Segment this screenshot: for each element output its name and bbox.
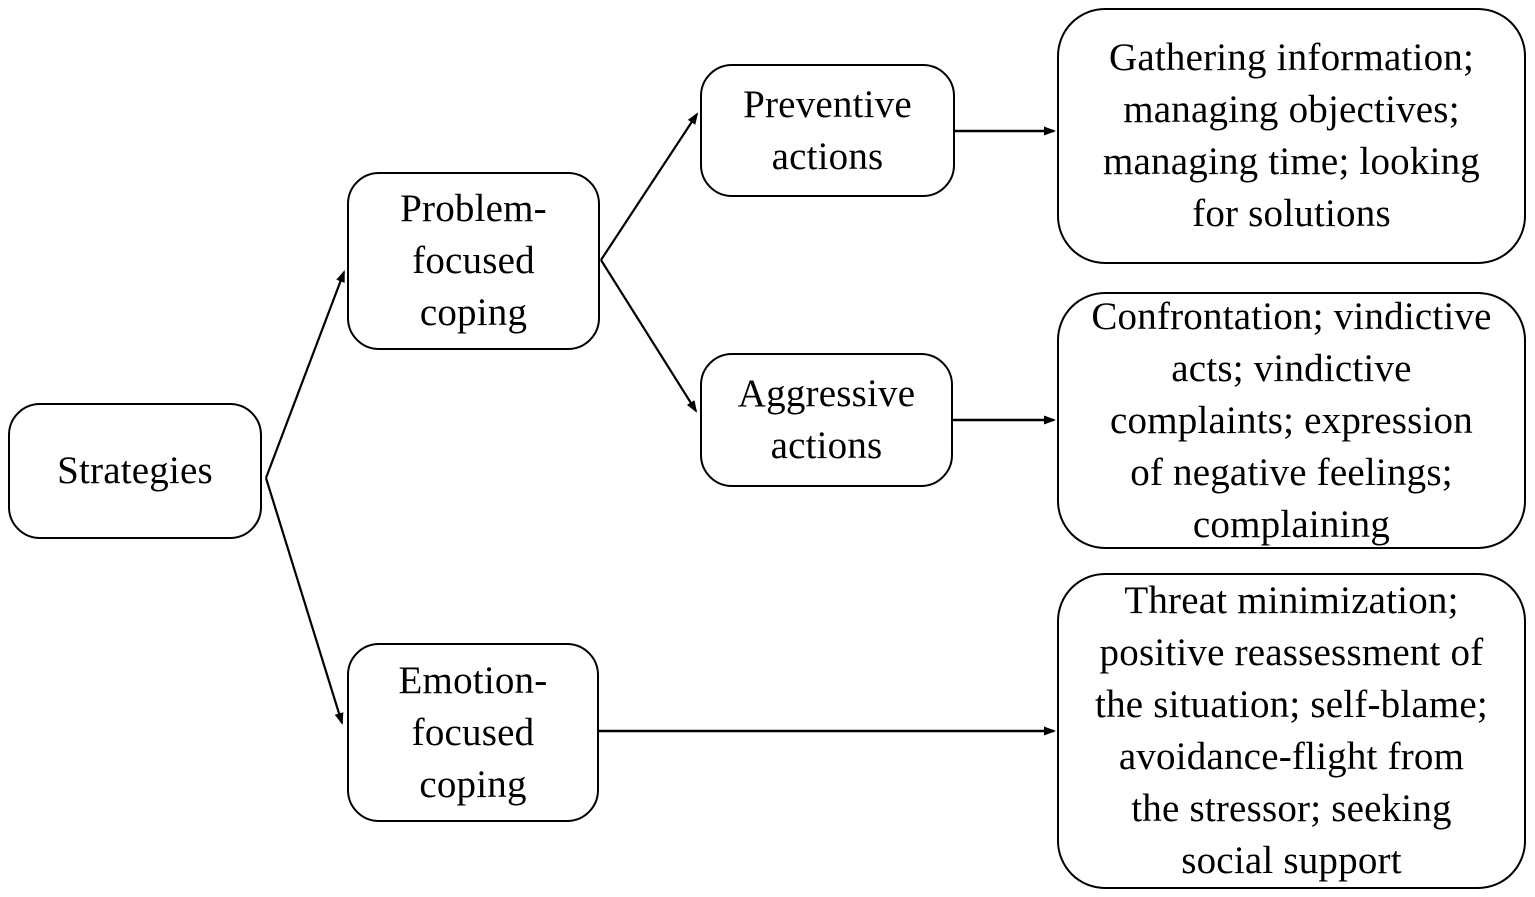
node-preventive-actions: Preventive actions: [700, 64, 955, 197]
arrow-strategies-to-problem-focused: [264, 270, 346, 479]
node-strategies-label: Strategies: [57, 449, 213, 492]
arrow-strategies-to-emotion-focused: [264, 477, 344, 725]
node-preventive-outcomes-label: Gathering information; managing objectiv…: [1102, 36, 1480, 235]
node-preventive-outcomes: Gathering information; managing objectiv…: [1057, 8, 1526, 264]
node-strategies: Strategies: [8, 403, 262, 539]
node-emotion-outcomes-label: Threat minimization; positive reassessme…: [1095, 579, 1488, 882]
node-aggressive-actions-label: Aggressive actions: [737, 372, 916, 467]
node-emotion-focused-coping-label: Emotion- focused coping: [398, 658, 548, 806]
node-aggressive-actions: Aggressive actions: [700, 353, 953, 487]
node-aggressive-outcomes-label: Confrontation; vindictive acts; vindicti…: [1091, 294, 1492, 546]
arrow-problem-to-aggressive-actions: [600, 259, 698, 413]
node-problem-focused-coping-label: Problem- focused coping: [400, 187, 547, 334]
node-emotion-focused-coping: Emotion- focused coping: [347, 643, 599, 822]
node-preventive-actions-label: Preventive actions: [743, 82, 912, 178]
node-emotion-outcomes: Threat minimization; positive reassessme…: [1057, 573, 1526, 889]
node-problem-focused-coping: Problem- focused coping: [347, 172, 600, 350]
arrow-problem-to-preventive-actions: [600, 112, 699, 261]
node-aggressive-outcomes: Confrontation; vindictive acts; vindicti…: [1057, 292, 1526, 549]
